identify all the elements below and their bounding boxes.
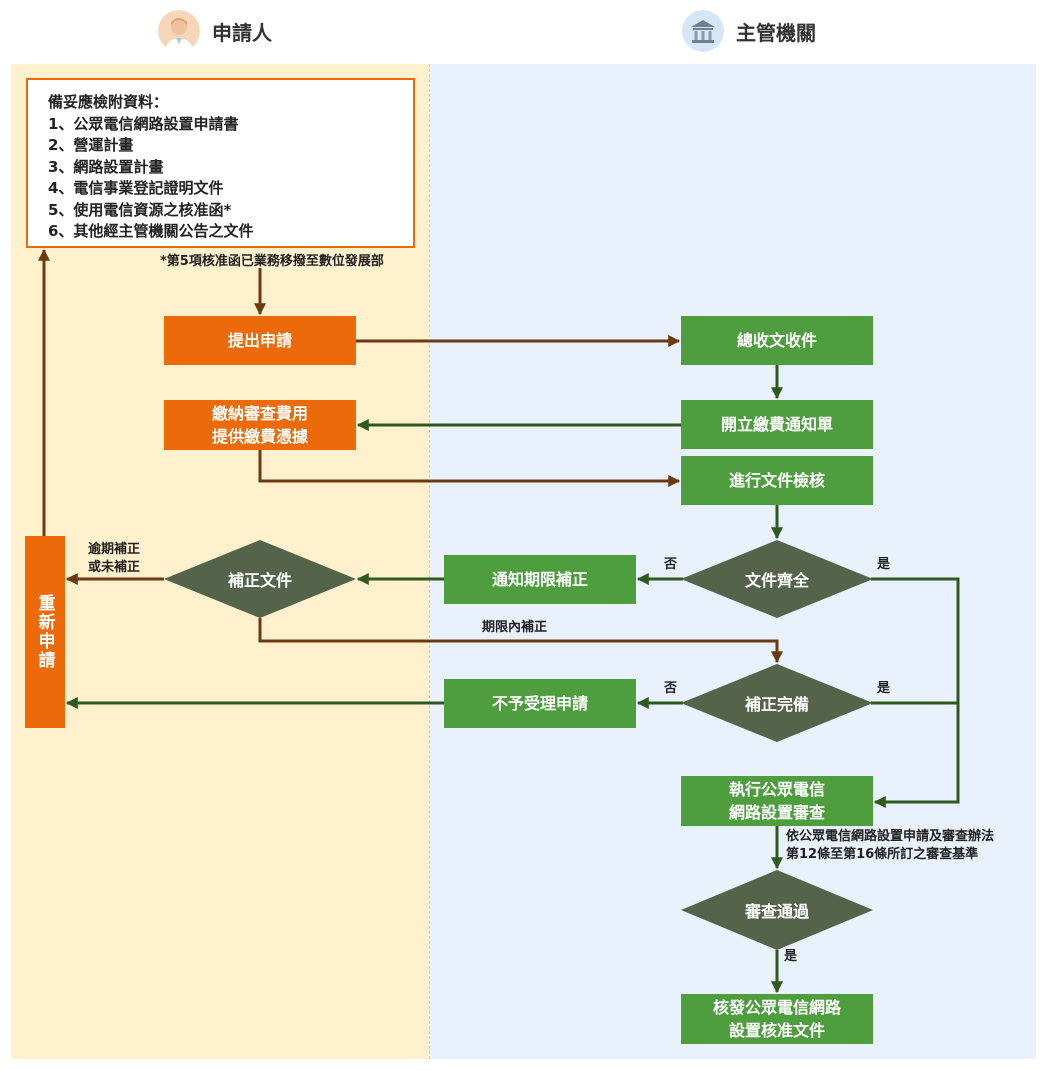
receive-docs-box: 總收文收件 [681,316,873,365]
issue-invoice-label: 開立繳費通知單 [720,415,833,434]
review-pass-yes-label: 是 [784,949,798,964]
fix-complete-decision: 補正完備 [681,664,873,742]
submit-application-box: 提出申請 [164,316,356,365]
review-criteria-label: 依公眾電信網路設置申請及審查辦法 第12條至第16條所訂之審查基準 [786,828,994,864]
reapply-box: 重新申請 [25,536,65,728]
requirements-footnote: *第5項核准函已業務移撥至數位發展部 [160,254,384,269]
doc-check-box: 進行文件檢核 [681,456,873,505]
submit-application-label: 提出申請 [227,331,292,350]
requirement-item: 3、網路設置計畫 [48,157,164,176]
pay-fee-line-1: 繳納審查費用 [211,404,308,423]
overdue-label-line-2: 或未補正 [88,560,141,575]
requirements-box: 備妥應檢附資料： 1、公眾電信網路設置申請書 2、營運計畫 3、網路設置計畫 4… [26,78,415,248]
fix-docs-decision: 補正文件 [164,540,356,618]
receive-docs-label: 總收文收件 [736,331,817,350]
review-line-1: 執行公眾電信 [728,780,825,799]
requirement-item: 5、使用電信資源之核准函* [48,200,232,219]
reject-box: 不予受理申請 [444,679,636,728]
authority-lane-title: 主管機關 [736,20,816,45]
issue-invoice-box: 開立繳費通知單 [681,400,873,449]
doc-check-label: 進行文件檢核 [728,471,825,490]
requirement-item: 6、其他經主管機關公告之文件 [48,222,254,240]
review-pass-label: 審查通過 [744,902,809,921]
government-building-icon [682,10,724,52]
requirement-item: 1、公眾電信網路設置申請書 [48,114,239,133]
lane-divider [429,64,430,1059]
requirements-heading: 備妥應檢附資料： [48,93,169,111]
edge-doc-complete-yes [871,577,960,808]
issue-permit-box: 核發公眾電信網路 設置核准文件 [681,994,873,1044]
fix-complete-no-label: 否 [664,681,678,696]
person-avatar-icon [158,10,200,52]
reject-label: 不予受理申請 [491,694,588,713]
fixed-in-time-label: 期限內補正 [482,620,548,635]
pay-fee-line-2: 提供繳費憑據 [211,427,308,446]
review-box: 執行公眾電信 網路設置審查 [681,776,873,826]
fix-docs-label: 補正文件 [227,571,292,590]
overdue-label-line-1: 逾期補正 [88,542,141,557]
edge-pay-to-doc-check [258,450,681,487]
authority-header: 主管機關 [682,10,816,52]
issue-permit-line-1: 核發公眾電信網路 [712,998,841,1017]
reapply-label: 重新申請 [34,594,55,670]
overdue-label: 逾期補正 或未補正 [88,541,140,577]
review-pass-decision: 審查通過 [681,870,873,950]
applicant-header: 申請人 [158,10,272,52]
review-line-2: 網路設置審查 [728,803,825,822]
edge-fix-docs-in-time [258,618,783,664]
doc-complete-yes-label: 是 [877,557,891,572]
requirement-item: 2、營運計畫 [48,136,134,154]
issue-permit-line-2: 設置核准文件 [728,1021,825,1040]
fix-complete-yes-label: 是 [877,681,891,696]
doc-complete-no-label: 否 [664,557,678,572]
fix-complete-label: 補正完備 [744,695,809,714]
review-criteria-line-1: 依公眾電信網路設置申請及審查辦法 [786,829,995,844]
requirement-item: 4、電信事業登記證明文件 [48,179,224,197]
notify-fix-box: 通知期限補正 [444,555,636,604]
pay-fee-box: 繳納審查費用 提供繳費憑據 [164,400,356,450]
applicant-lane-title: 申請人 [212,20,272,45]
review-criteria-line-2: 第12條至第16條所訂之審查基準 [786,847,979,862]
doc-complete-label: 文件齊全 [744,571,809,590]
doc-complete-decision: 文件齊全 [681,540,873,618]
notify-fix-label: 通知期限補正 [491,570,588,589]
